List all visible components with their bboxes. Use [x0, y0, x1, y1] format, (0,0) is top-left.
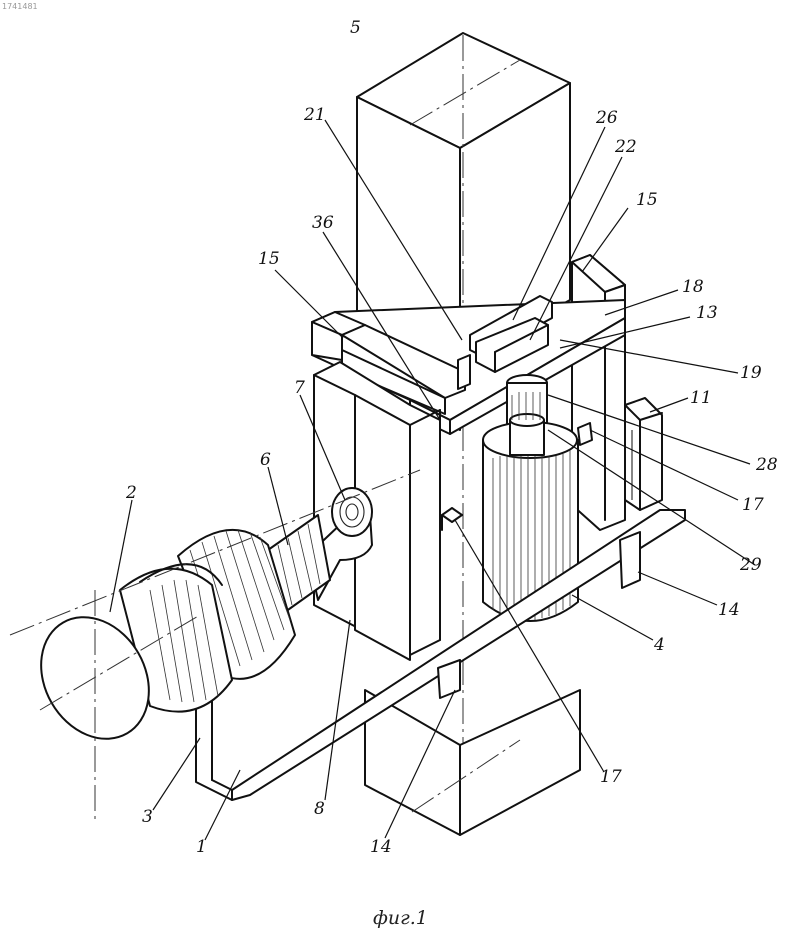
label-17-right: 17: [742, 495, 764, 515]
label-17-bottom: 17: [600, 767, 622, 787]
label-14-right: 14: [718, 600, 740, 620]
label-19: 19: [740, 363, 762, 383]
label-6: 6: [260, 450, 271, 470]
label-15-left: 15: [258, 249, 280, 269]
label-29: 29: [739, 555, 762, 575]
motor-2: [10, 470, 420, 820]
label-21: 21: [303, 105, 326, 125]
label-4: 4: [653, 635, 665, 655]
label-18: 18: [682, 277, 704, 297]
label-8: 8: [314, 799, 325, 819]
label-14-bottom: 14: [370, 837, 392, 857]
label-7: 7: [294, 378, 305, 398]
label-11: 11: [690, 388, 712, 408]
label-2: 2: [125, 483, 137, 503]
corner-code: 1741481: [2, 2, 38, 11]
label-13: 13: [696, 303, 718, 323]
label-28: 28: [755, 455, 778, 475]
label-3: 3: [142, 807, 153, 827]
label-5: 5: [350, 18, 361, 38]
figure-caption: фиг.1: [373, 907, 428, 929]
label-26: 26: [595, 108, 618, 128]
frame-right: [572, 255, 662, 530]
label-1: 1: [196, 837, 207, 857]
label-15-right: 15: [636, 190, 658, 210]
label-36: 36: [312, 213, 334, 233]
label-22: 22: [614, 137, 637, 157]
